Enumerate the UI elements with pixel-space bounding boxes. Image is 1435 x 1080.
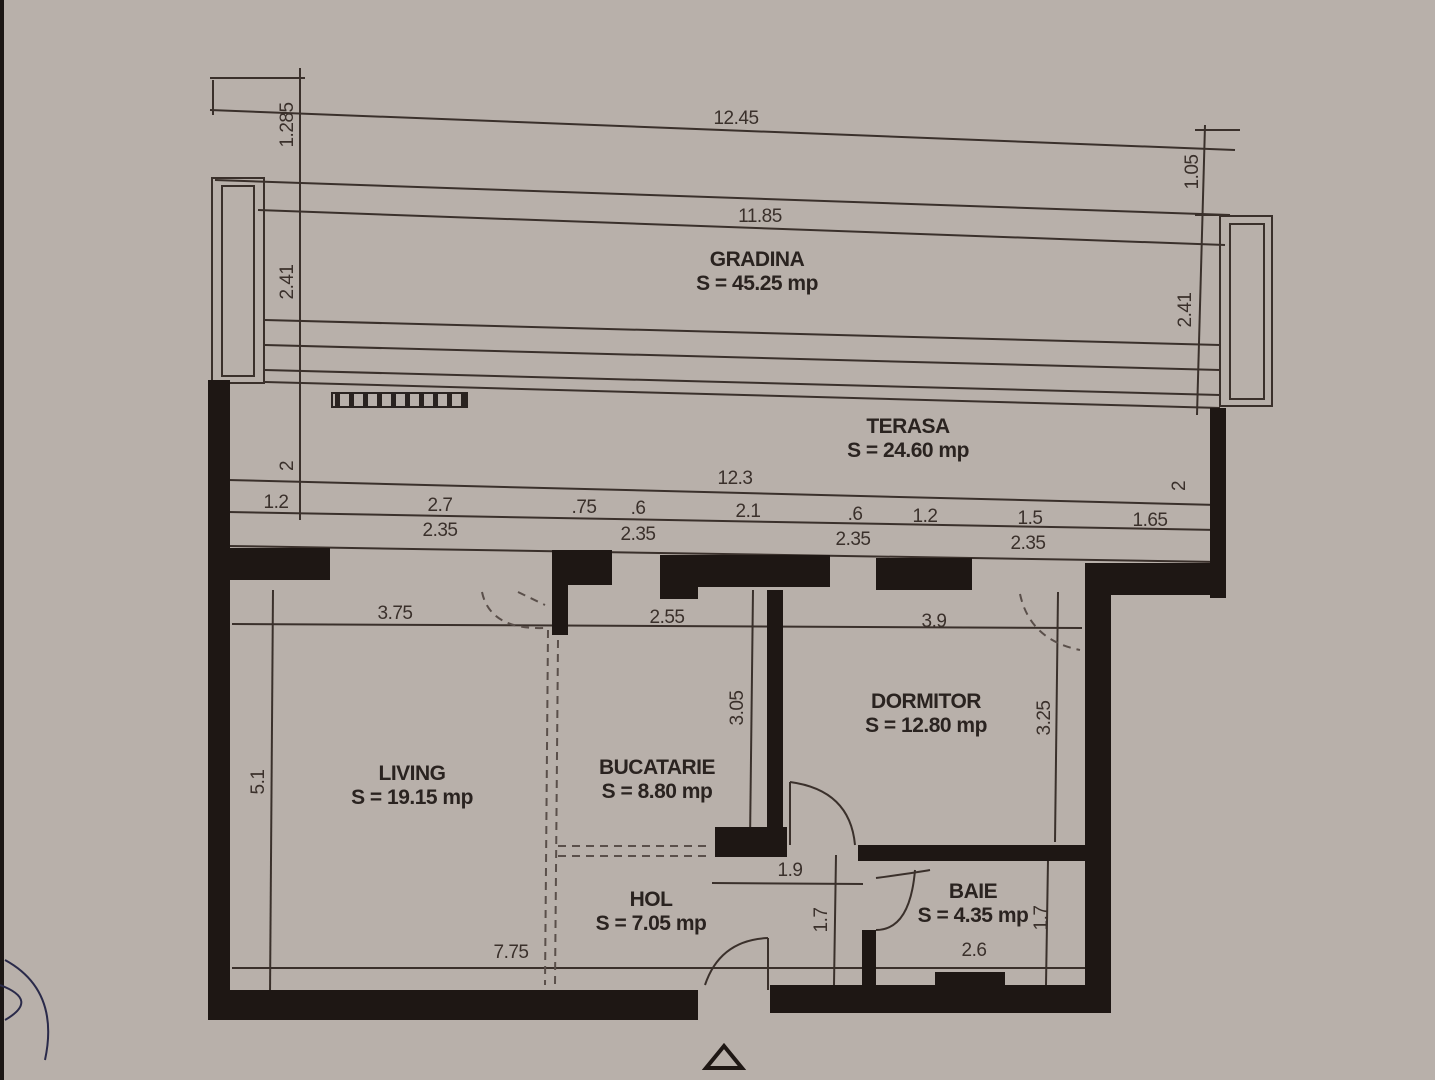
- dim-terrace-depth-right: 2: [1169, 480, 1190, 492]
- dim-apartment-width: 7.75: [493, 942, 529, 963]
- room-terasa: TERASA S = 24.60 mp: [847, 415, 969, 463]
- room-bucatarie: BUCATARIE S = 8.80 mp: [598, 756, 716, 804]
- walls: [208, 380, 1226, 1020]
- dim-garden-depth-right: 2.41: [1175, 292, 1196, 328]
- dim-bedroom-width: 3.9: [921, 611, 947, 632]
- dim-right-offset: 1.05: [1182, 154, 1203, 190]
- room-name: BUCATARIE: [598, 756, 716, 779]
- room-name: DORMITOR: [871, 690, 981, 713]
- dim-terrace-width: 12.3: [717, 468, 753, 489]
- dim-line-right-vertical: [1196, 124, 1206, 416]
- room-area: S = 7.05 mp: [595, 912, 707, 935]
- room-area: S = 19.15 mp: [351, 786, 473, 809]
- dim-window-height: 2.35: [835, 529, 871, 550]
- dim-facade-segment: .6: [630, 498, 646, 519]
- dim-left-offset: 1.285: [277, 102, 298, 148]
- room-area: S = 8.80 mp: [601, 780, 713, 803]
- dim-kitchen-width: 2.55: [649, 607, 685, 628]
- dim-terrace-depth-left: 2: [277, 460, 298, 472]
- room-dormitor: DORMITOR S = 12.80 mp: [865, 690, 987, 738]
- doors: [704, 781, 931, 990]
- dim-facade-segment: 1.65: [1132, 510, 1168, 531]
- room-name: LIVING: [378, 762, 446, 785]
- entrance-triangle-icon: [701, 1042, 747, 1070]
- dim-line-12-3: [227, 479, 1219, 506]
- dim-facade-segment: 1.2: [263, 492, 289, 513]
- room-baie: BAIE S = 4.35 mp: [918, 880, 1029, 928]
- dim-window-height: 2.35: [1010, 533, 1046, 554]
- dim-bath-width: 2.6: [961, 940, 987, 961]
- dim-facade-segment: 1.2: [912, 506, 938, 527]
- dim-line-12-45: [209, 109, 1236, 151]
- dim-facade-segment: 2.1: [735, 501, 761, 522]
- room-name: TERASA: [866, 415, 950, 438]
- dim-hall-width: 1.9: [777, 860, 803, 881]
- room-hol: HOL S = 7.05 mp: [596, 888, 707, 936]
- room-gradina: GRADINA S = 45.25 mp: [696, 248, 818, 296]
- dim-living-depth: 5.1: [248, 769, 269, 795]
- dim-facade-segment: 2.7: [427, 495, 453, 516]
- room-name: HOL: [629, 888, 673, 911]
- dim-facade-segment: 1.5: [1017, 508, 1043, 529]
- grill-symbol: [331, 392, 468, 408]
- room-living: LIVING S = 19.15 mp: [351, 762, 473, 810]
- dim-bedroom-depth: 3.25: [1034, 700, 1055, 736]
- dim-window-height: 2.35: [422, 520, 458, 541]
- dim-garden-inner: 11.85: [738, 206, 782, 227]
- photo-edge: [0, 0, 4, 1080]
- room-area: S = 12.80 mp: [865, 714, 987, 737]
- dim-overall-top: 12.45: [713, 108, 759, 129]
- dim-line-11-85: [257, 209, 1226, 246]
- dim-garden-depth-left: 2.41: [277, 264, 298, 300]
- room-area: S = 4.35 mp: [917, 904, 1029, 927]
- dim-hall-depth: 1.7: [811, 907, 832, 933]
- room-area: S = 45.25 mp: [696, 272, 818, 295]
- dim-window-height: 2.35: [620, 524, 656, 545]
- pen-scribble: [0, 959, 50, 1061]
- dim-facade-segment: .6: [847, 504, 863, 525]
- room-name: GRADINA: [709, 248, 805, 271]
- dim-facade-segment: .75: [571, 497, 597, 518]
- dim-kitchen-depth: 3.05: [727, 690, 748, 726]
- room-name: BAIE: [948, 880, 998, 903]
- room-area: S = 24.60 mp: [847, 439, 969, 462]
- dim-bath-depth: 1.7: [1031, 905, 1052, 931]
- dim-living-width: 3.75: [377, 603, 413, 624]
